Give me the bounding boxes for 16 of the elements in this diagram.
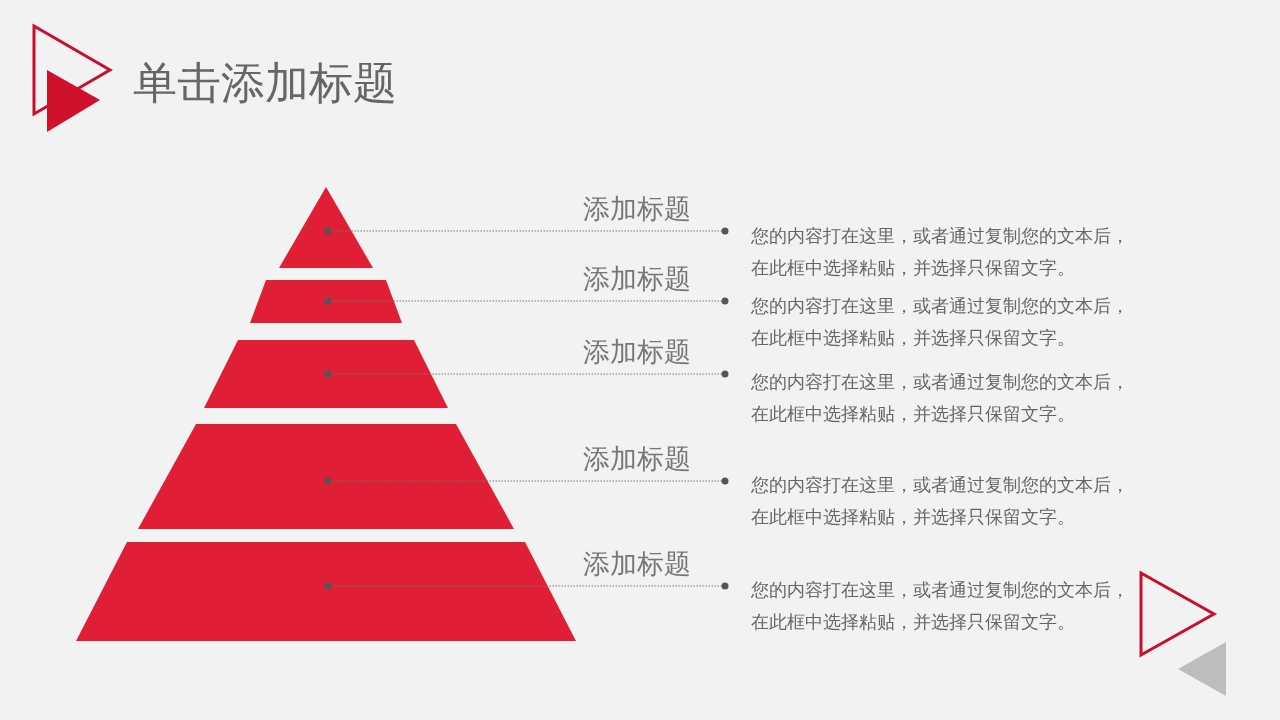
description-text: 您的内容打在这里，或者通过复制您的文本后，在此框中选择粘贴，并选择只保留文字。 [751, 574, 1138, 638]
edge-label: 添加标题 [583, 547, 691, 581]
leader-line [324, 227, 729, 235]
description-text: 您的内容打在这里，或者通过复制您的文本后，在此框中选择粘贴，并选择只保留文字。 [751, 220, 1138, 284]
leader-line [324, 477, 729, 485]
leader-line [324, 370, 729, 378]
leader-line [324, 297, 729, 305]
slide-title: 单击添加标题 [133, 56, 397, 110]
description-text: 您的内容打在这里，或者通过复制您的文本后，在此框中选择粘贴，并选择只保留文字。 [751, 469, 1138, 533]
description-text: 您的内容打在这里，或者通过复制您的文本后，在此框中选择粘贴，并选择只保留文字。 [751, 290, 1138, 354]
edge-label: 添加标题 [583, 335, 691, 369]
description-text: 您的内容打在这里，或者通过复制您的文本后，在此框中选择粘贴，并选择只保留文字。 [751, 366, 1138, 430]
edge-label: 添加标题 [583, 442, 691, 476]
edge-label: 添加标题 [583, 192, 691, 226]
leader-line [324, 582, 729, 590]
edge-label: 添加标题 [583, 262, 691, 296]
